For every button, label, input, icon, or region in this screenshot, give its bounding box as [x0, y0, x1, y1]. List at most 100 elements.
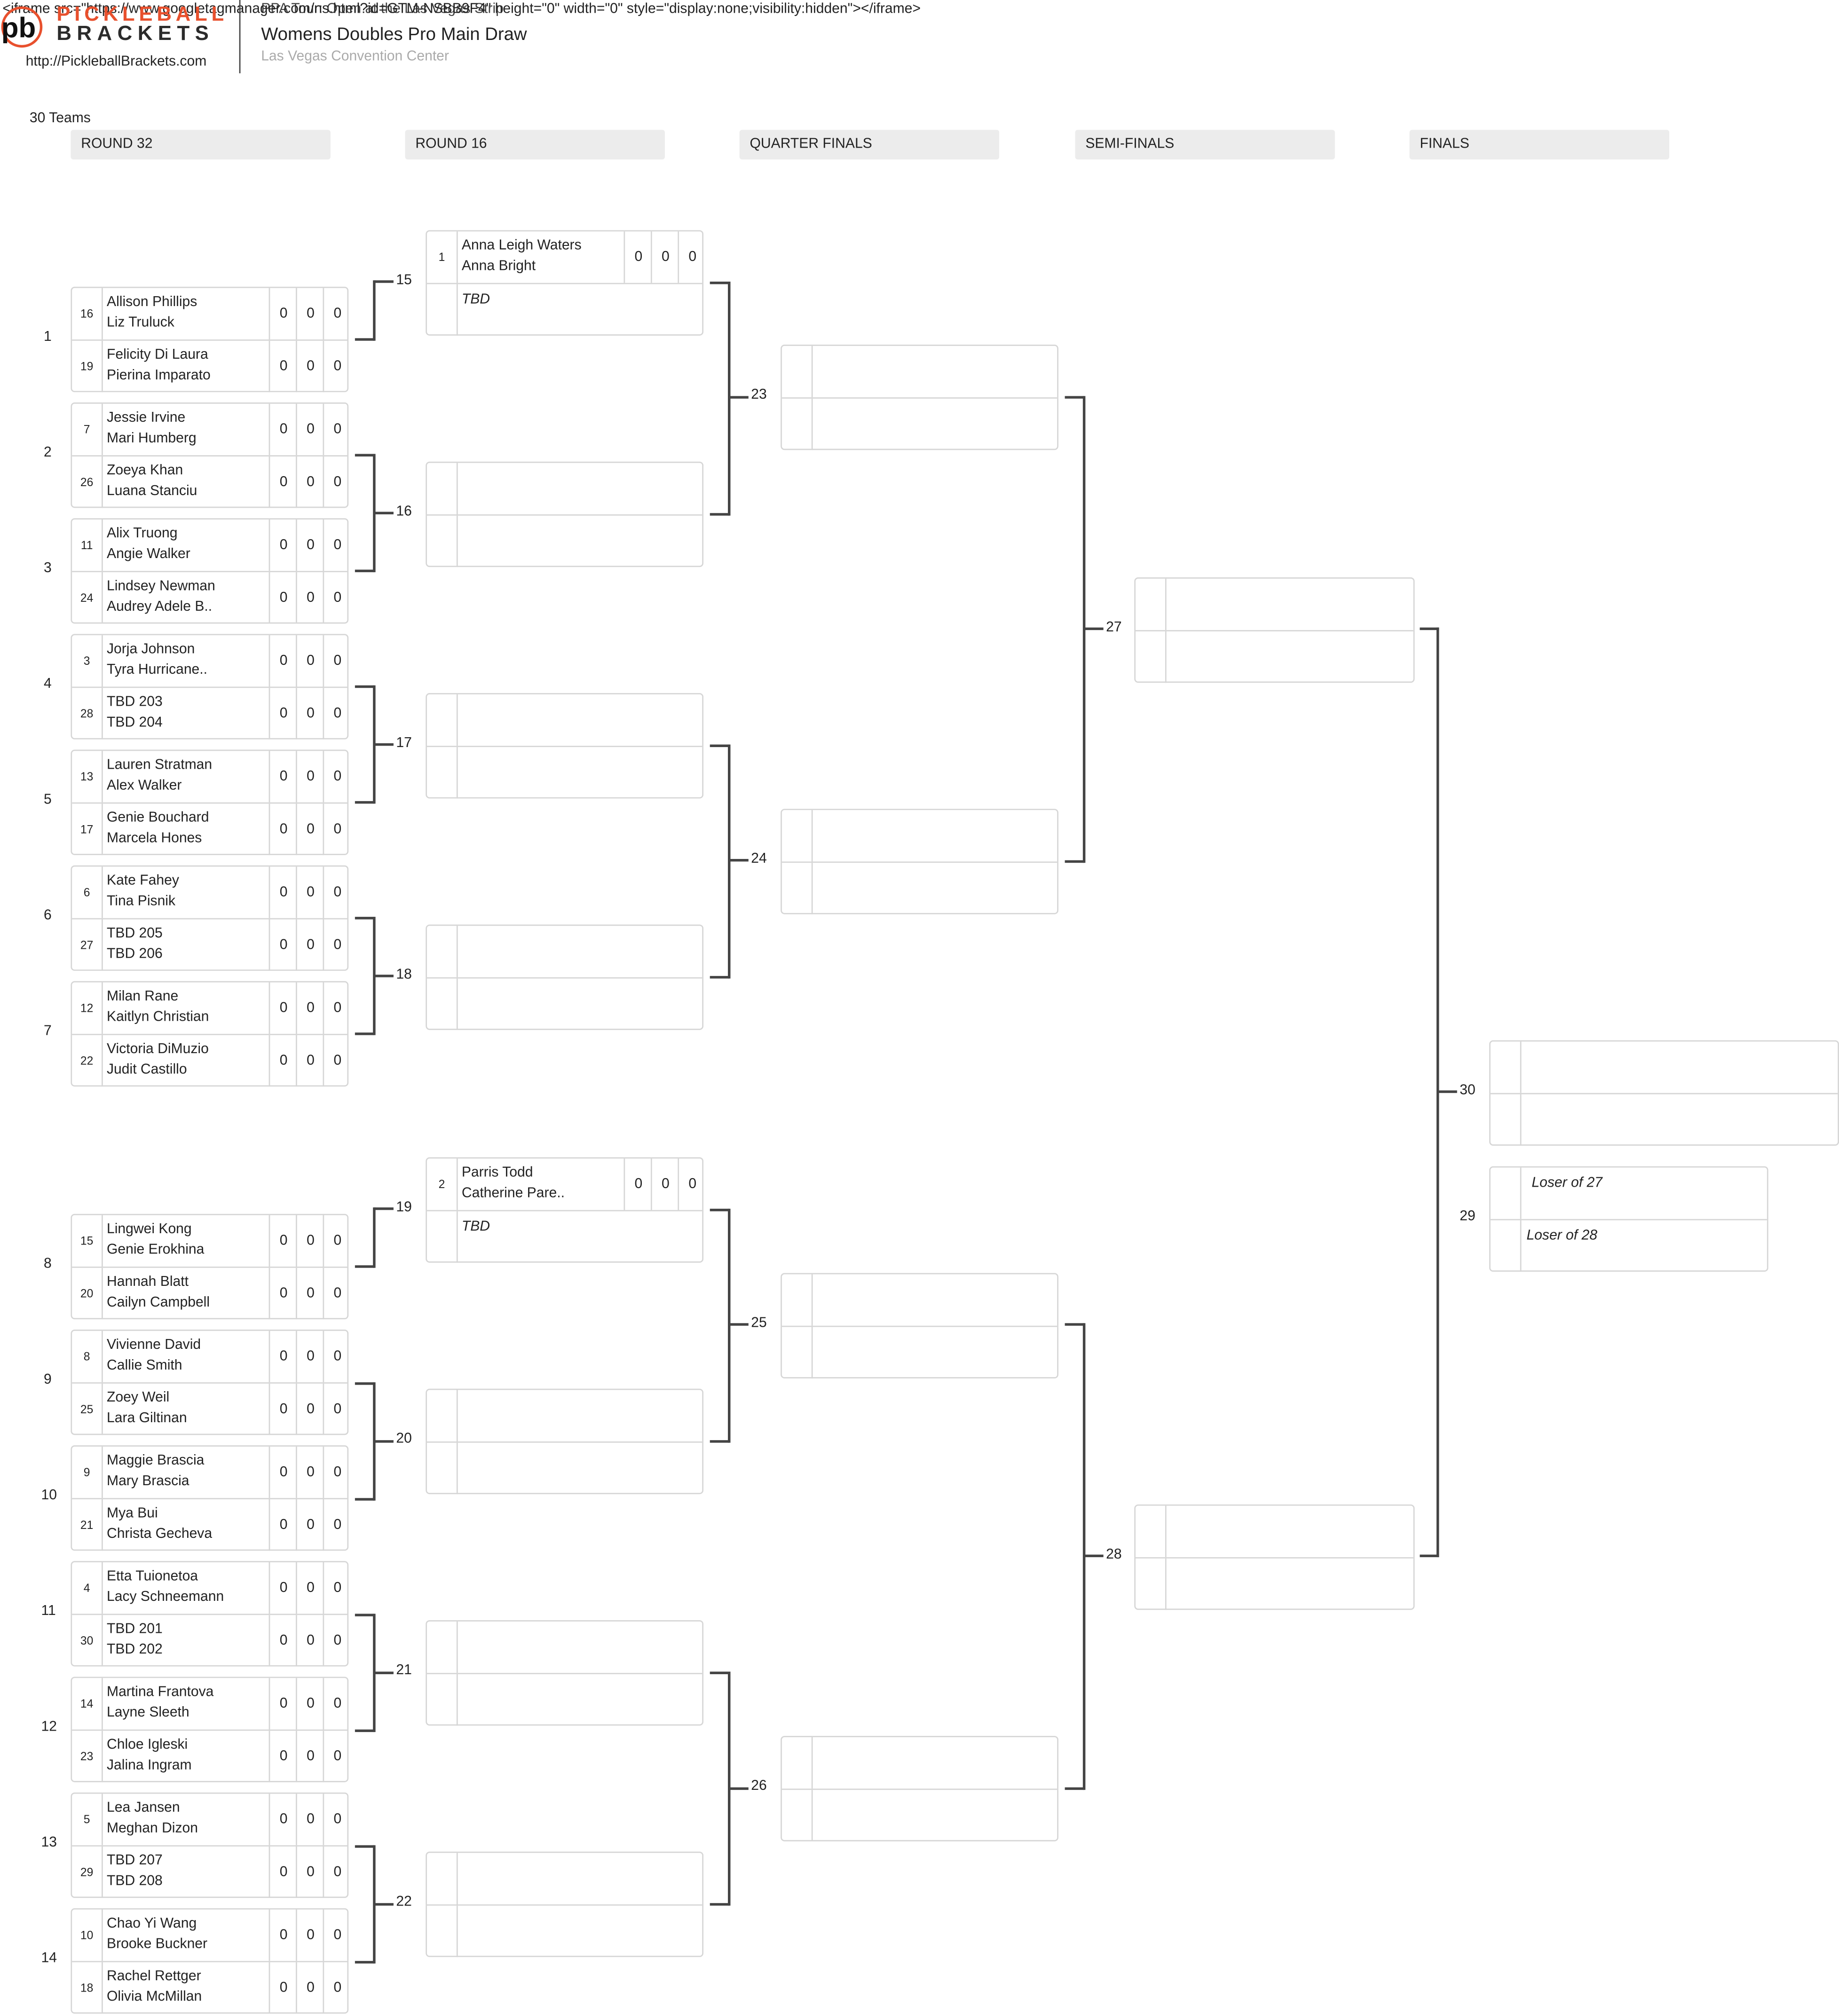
team-row[interactable]: [427, 1853, 702, 1905]
team-row[interactable]: Loser of 28: [1490, 1219, 1767, 1272]
match-box-third-place[interactable]: Loser of 27 Loser of 28: [1489, 1166, 1768, 1272]
team-row[interactable]: [427, 926, 702, 977]
match-box-final[interactable]: [1489, 1040, 1839, 1146]
team-row[interactable]: [781, 397, 1058, 450]
match-box-quarterfinal[interactable]: [781, 1736, 1058, 1842]
team-row[interactable]: [427, 694, 702, 746]
pickleball-brackets-logo[interactable]: pb PICKLEBALL BRACKETS: [0, 2, 225, 48]
seed-number: 23: [72, 1731, 103, 1782]
team-row[interactable]: [427, 1441, 702, 1495]
site-url-link[interactable]: http://PickleballBrackets.com: [25, 54, 207, 70]
match-box-round16[interactable]: [426, 1620, 704, 1726]
team-row[interactable]: [427, 1390, 702, 1441]
team-row[interactable]: TBD: [427, 283, 702, 336]
team-row[interactable]: [427, 1673, 702, 1726]
team-row[interactable]: [781, 1788, 1058, 1842]
team-row[interactable]: [427, 1904, 702, 1957]
team-row[interactable]: [427, 514, 702, 567]
bracket-connector: [355, 917, 374, 920]
match-box-round16[interactable]: [426, 693, 704, 799]
match-box-semifinal[interactable]: [1134, 577, 1415, 683]
player-name: Chao Yi Wang: [107, 1916, 197, 1931]
match-box-semifinal[interactable]: [1134, 1504, 1415, 1610]
seed-cell: [1136, 1505, 1167, 1558]
team-row[interactable]: [781, 861, 1058, 914]
match-box-quarterfinal[interactable]: [781, 1273, 1058, 1378]
team-row[interactable]: [781, 1325, 1058, 1378]
team-row[interactable]: [427, 1621, 702, 1673]
match-box-round16[interactable]: [426, 461, 704, 567]
team-row[interactable]: [1491, 1041, 1838, 1093]
match-box-quarterfinal[interactable]: [781, 809, 1058, 914]
placeholder-label: Loser of 28: [1526, 1228, 1597, 1244]
team-row[interactable]: [782, 346, 1057, 398]
match-box-quarterfinal[interactable]: [781, 344, 1058, 450]
team-row[interactable]: [1136, 578, 1413, 630]
match-box-round16[interactable]: [426, 924, 704, 1030]
team-row[interactable]: [782, 1737, 1057, 1789]
seed-cell: [427, 1674, 458, 1726]
match-box-round16[interactable]: [426, 1851, 704, 1957]
team-row[interactable]: [427, 463, 702, 514]
team-row[interactable]: TBD: [427, 1210, 702, 1263]
match-box-round16[interactable]: [426, 1388, 704, 1495]
team-row[interactable]: [1136, 1557, 1413, 1610]
team-row[interactable]: [1490, 1093, 1838, 1146]
team-row[interactable]: [1136, 1505, 1413, 1558]
team-row[interactable]: [427, 746, 702, 799]
team-row[interactable]: [782, 810, 1057, 862]
game-score: 0: [268, 1794, 297, 1845]
team-row[interactable]: [427, 977, 702, 1030]
team-row[interactable]: Loser of 27: [1491, 1167, 1767, 1219]
team-row[interactable]: [782, 1274, 1057, 1326]
team-row[interactable]: [1136, 630, 1413, 683]
game-score: 0: [268, 403, 297, 456]
